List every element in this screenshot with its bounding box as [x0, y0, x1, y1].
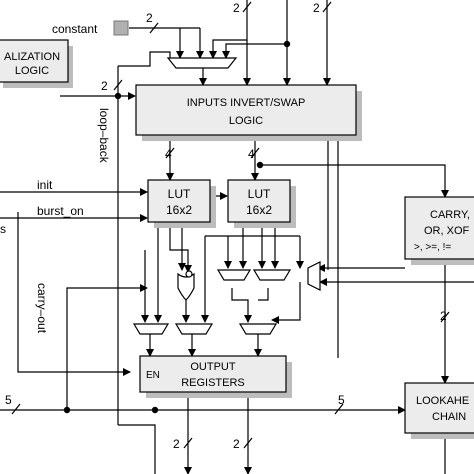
junction — [283, 40, 291, 48]
mux-bottom-mid — [174, 323, 214, 335]
bus-slash — [165, 147, 175, 159]
bus-width-label: 4 — [248, 147, 255, 161]
constant-label: constant — [52, 22, 98, 36]
output-en-label: EN — [146, 370, 160, 381]
lut-b-block — [227, 179, 296, 228]
inverter-bubble — [185, 270, 193, 278]
carry-out-wire — [17, 212, 131, 376]
input-mux — [166, 57, 238, 69]
bus-slash — [149, 22, 159, 34]
left-loop-top — [118, 51, 171, 67]
bus-width-label: 2 — [173, 437, 180, 451]
lookahead-label-2: CHAIN — [432, 411, 466, 423]
junction — [256, 161, 264, 169]
bus-width-label: 2 — [233, 1, 240, 15]
lut-b-label-1: LUT — [248, 187, 271, 201]
lut-a-block — [147, 179, 216, 228]
constant-source — [113, 20, 129, 36]
bus-slash — [242, 1, 252, 13]
lut-a-out-2 — [169, 228, 192, 273]
right-to-bottom — [271, 282, 301, 324]
bus-slash — [113, 79, 123, 91]
bus-slash — [334, 403, 344, 415]
bus-slash — [11, 403, 21, 415]
junction — [114, 92, 122, 100]
mux-bottom-left — [132, 323, 170, 335]
carry-label-1: CARRY, — [430, 209, 470, 221]
lut-a-label-2: 16x2 — [166, 203, 192, 217]
bus-width-label: 4 — [165, 147, 172, 161]
lut-b-label-2: 16x2 — [246, 203, 272, 217]
bus-width-label: 2 — [146, 11, 153, 25]
bus-slash — [243, 437, 253, 449]
bus-width-label: 5 — [338, 393, 345, 407]
bus-width-label: 2 — [440, 309, 447, 323]
normalization-block — [0, 39, 73, 88]
carry-out-label: carry–out — [35, 283, 49, 334]
midmux-to-bottom — [231, 288, 252, 323]
loop-back-label: loop–back — [97, 108, 111, 164]
bus-slash — [183, 437, 193, 449]
left-s-label: s — [0, 222, 6, 236]
bus-width-label: 5 — [5, 393, 12, 407]
bus-slash — [250, 147, 260, 159]
inputs-to-carry — [260, 164, 449, 198]
norm-label-1: ALIZATION — [4, 51, 60, 63]
mux-vertical-right — [307, 261, 321, 291]
loop-bottom — [118, 424, 156, 474]
bus-width-label: 2 — [313, 1, 320, 15]
carry-block — [404, 196, 474, 265]
chain-up — [66, 284, 148, 410]
inputs-label-2: LOGIC — [229, 115, 263, 127]
output-label-2: REGISTERS — [181, 377, 245, 389]
inputs-label-1: INPUTS INVERT/SWAP — [187, 97, 306, 109]
mux-bottom-right — [238, 323, 278, 335]
top-input-1 — [209, 0, 248, 59]
midmux2-to-bottom — [258, 288, 269, 301]
bus-width-label: 2 — [233, 437, 240, 451]
lookahead-block — [404, 382, 474, 439]
mux-small-mid — [252, 269, 292, 281]
mux-small-left — [216, 269, 252, 281]
junction — [63, 406, 71, 414]
bus-width-label: 2 — [101, 79, 108, 93]
init-label: init — [37, 178, 53, 192]
carry-label-3: >, >=, != — [414, 242, 451, 253]
inputs-invert-swap-block — [135, 84, 362, 141]
bus-slash — [440, 311, 450, 323]
carry-label-2: OR, XOF — [424, 225, 470, 237]
or-gate — [177, 272, 195, 301]
output-registers-block — [139, 355, 292, 398]
junction — [151, 406, 159, 414]
lut-a-label-1: LUT — [168, 187, 191, 201]
output-label-1: OUTPUT — [190, 361, 236, 373]
top-tap — [222, 43, 287, 59]
burst-on-label: burst_on — [37, 204, 84, 218]
bus-slash — [322, 1, 332, 13]
lookahead-label-1: LOOKAHE — [416, 395, 469, 407]
norm-label-2: LOGIC — [15, 65, 49, 77]
